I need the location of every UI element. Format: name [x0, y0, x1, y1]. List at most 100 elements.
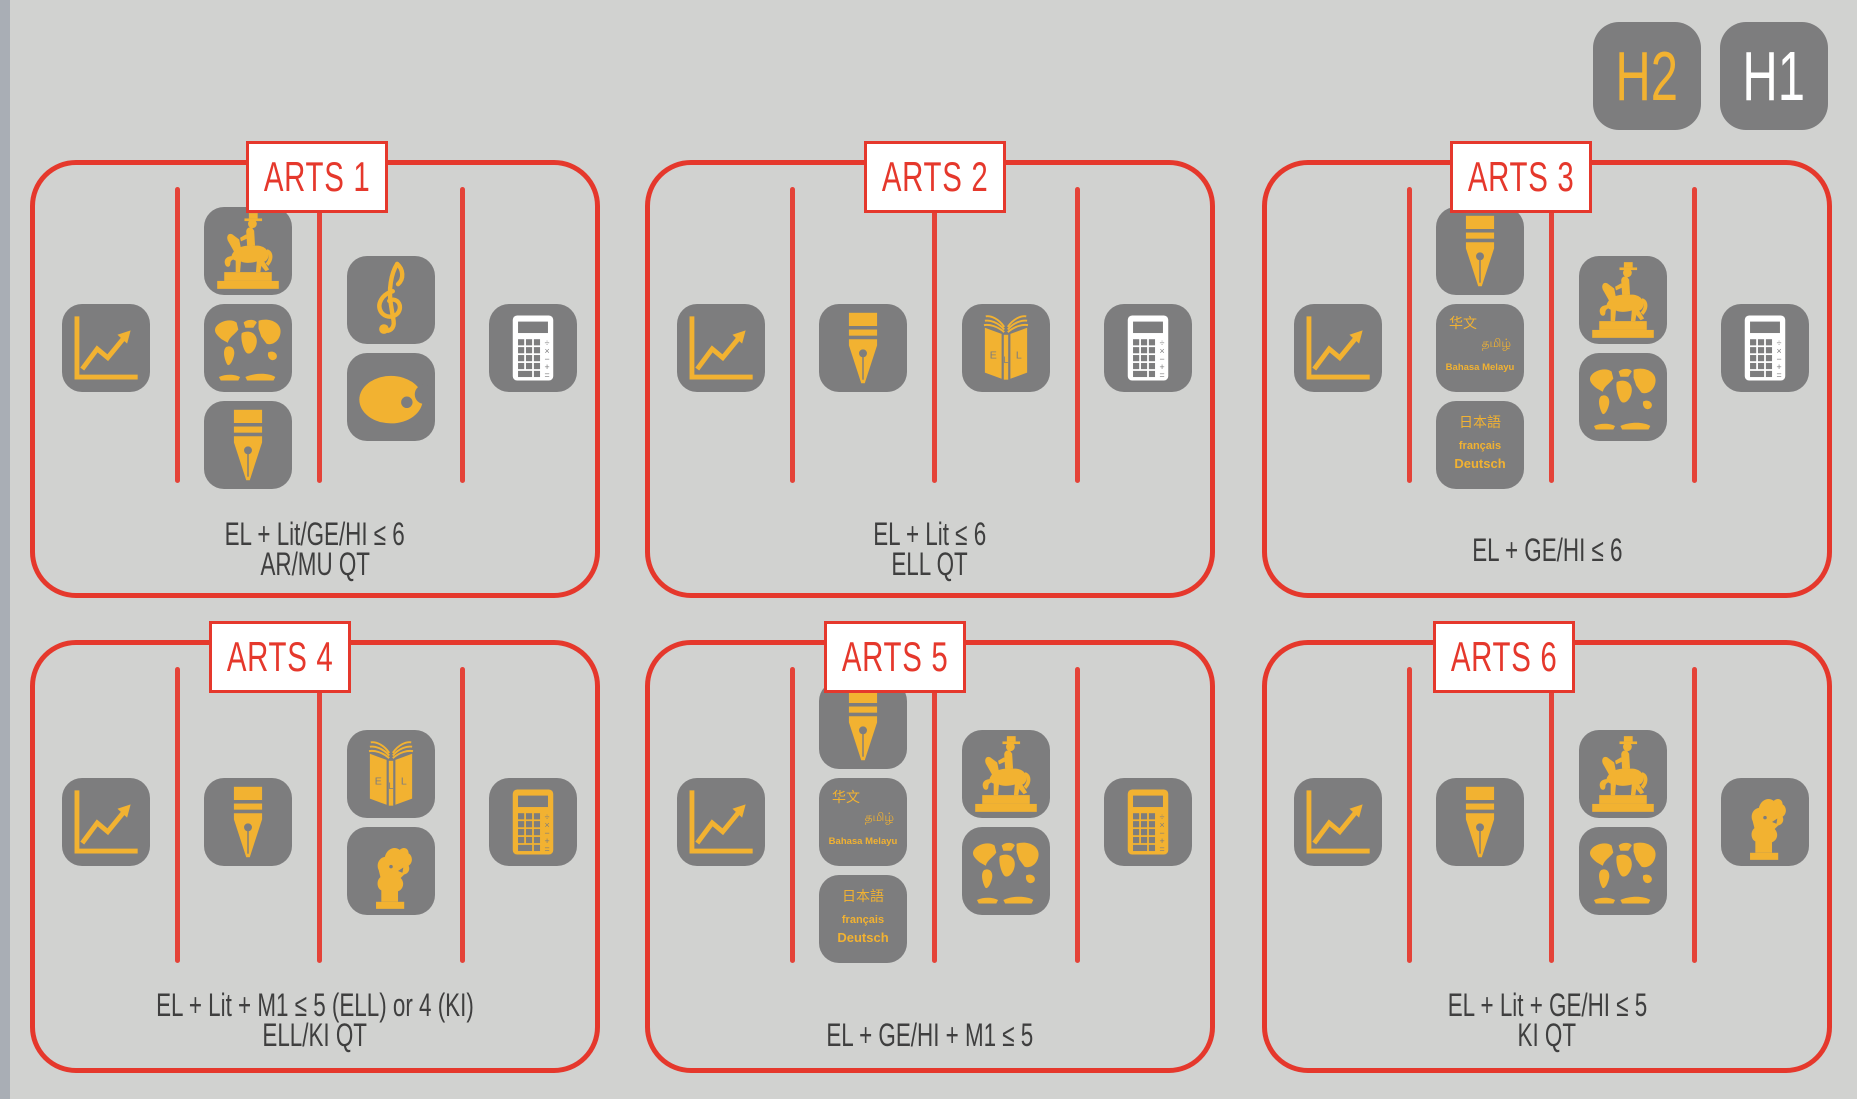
window-edge-strip — [0, 0, 10, 1099]
arts6-column-2 — [1409, 659, 1551, 985]
arts3-caption-line1: EL + GE/HI ≤ 6 — [1471, 532, 1623, 568]
world-map-icon — [962, 827, 1050, 915]
malay-label: Bahasa Melayu — [828, 836, 898, 847]
world-map-icon — [1579, 827, 1667, 915]
arts3-column-2: 华文 தமிழ் Bahasa Melayu 日本語 français Deut… — [1409, 183, 1551, 513]
open-book-ell-icon — [962, 304, 1050, 392]
calculator-icon — [1104, 304, 1192, 392]
japanese-label: 日本語 — [1459, 414, 1501, 430]
economics-tile — [62, 304, 150, 392]
arts5-column-2: 华文 தமிழ் Bahasa Melayu 日本語 français Deut… — [792, 659, 934, 985]
pen-nib-icon — [204, 401, 292, 489]
column-divider — [175, 667, 180, 963]
math-h1-tile — [1721, 304, 1809, 392]
arts5-card: ARTS 5 华文 தமிழ் Bahasa Melayu 日本語 frança… — [645, 621, 1215, 1073]
pen-nib-icon — [819, 681, 907, 769]
geography-tile — [204, 304, 292, 392]
treble-clef-icon — [347, 256, 435, 344]
german-label: Deutsch — [1454, 456, 1506, 471]
arts3-card: ARTS 3 华文 தமிழ் Bahasa Melayu 日本語 frança… — [1262, 141, 1832, 598]
column-divider — [1692, 187, 1697, 483]
arts2-caption-line2: ELL QT — [891, 546, 969, 582]
arts5-column-1 — [650, 659, 792, 985]
arts5-title: ARTS 5 — [841, 633, 949, 680]
arts6-card: ARTS 6 EL + Lit + GE/HI ≤ 5 KI QT — [1262, 621, 1832, 1073]
arts6-caption-line2: KI QT — [1517, 1017, 1577, 1053]
mother-tongue-languages-tile: 华文 தமிழ் Bahasa Melayu — [1436, 304, 1524, 392]
pen-nib-icon — [1436, 207, 1524, 295]
column-divider — [1407, 667, 1412, 963]
arts4-title-box: ARTS 4 — [209, 621, 351, 693]
column-divider — [460, 667, 465, 963]
column-divider — [1075, 187, 1080, 483]
art-tile — [347, 352, 435, 441]
arts1-column-2 — [177, 183, 319, 513]
arts1-caption: EL + Lit/GE/HI ≤ 6 AR/MU QT — [35, 516, 595, 580]
arts2-caption: EL + Lit ≤ 6 ELL QT — [650, 518, 1210, 582]
arts2-card: ARTS 2 EL + Lit ≤ 6 ELL QT — [645, 141, 1215, 598]
arts4-column-2 — [177, 659, 319, 985]
arts2-column-4 — [1077, 183, 1219, 513]
tamil-label: தமிழ் — [1481, 336, 1511, 350]
arts3-title: ARTS 3 — [1467, 153, 1575, 200]
arts6-title: ARTS 6 — [1450, 633, 1558, 680]
german-label: Deutsch — [837, 930, 889, 945]
arts6-column-1 — [1267, 659, 1409, 985]
column-divider — [790, 667, 795, 963]
arts3-title-box: ARTS 3 — [1450, 141, 1592, 213]
column-divider — [317, 187, 322, 483]
calculator-icon — [1721, 304, 1809, 392]
column-divider — [1075, 667, 1080, 963]
economics-chart-icon — [62, 778, 150, 866]
thinker-statue-icon — [1721, 778, 1809, 866]
arts1-title: ARTS 1 — [263, 153, 371, 200]
tamil-label: தமிழ் — [864, 810, 894, 824]
equestrian-statue-icon — [962, 730, 1050, 818]
thinker-statue-icon — [347, 827, 435, 915]
palette-icon — [347, 353, 435, 441]
arts1-caption-line1: EL + Lit/GE/HI ≤ 6 — [224, 516, 406, 552]
column-divider — [1549, 187, 1554, 483]
ki-tile — [347, 826, 435, 915]
arts6-column-4 — [1694, 659, 1836, 985]
arts4-title: ARTS 4 — [226, 633, 334, 680]
column-divider — [1407, 187, 1412, 483]
economics-tile — [1294, 304, 1382, 392]
arts4-column-3 — [320, 659, 462, 985]
arts2-column-1 — [650, 183, 792, 513]
pen-nib-icon — [1436, 778, 1524, 866]
column-divider — [932, 667, 937, 963]
world-map-icon — [204, 304, 292, 392]
arts6-caption: EL + Lit + GE/HI ≤ 5 KI QT — [1267, 989, 1827, 1053]
arts5-caption: EL + GE/HI + M1 ≤ 5 — [650, 1019, 1210, 1051]
legend-h2-badge: H2 — [1593, 22, 1701, 130]
open-book-ell-icon — [347, 730, 435, 818]
arts4-column-4 — [462, 659, 604, 985]
history-tile — [204, 207, 292, 295]
economics-chart-icon — [1294, 778, 1382, 866]
literature-tile — [1436, 207, 1524, 295]
music-tile — [347, 255, 435, 344]
chinese-label: 华文 — [1449, 315, 1477, 331]
math-h1-tile — [489, 304, 577, 392]
japanese-label: 日本語 — [842, 888, 884, 904]
arts6-title-box: ARTS 6 — [1433, 621, 1575, 693]
equestrian-statue-icon — [1579, 730, 1667, 818]
arts6-column-3 — [1552, 659, 1694, 985]
chinese-label: 华文 — [832, 789, 860, 805]
arts4-card: ARTS 4 EL + Lit + M1 ≤ 5 (ELL) or 4 (KI)… — [30, 621, 600, 1073]
french-label: français — [1458, 440, 1502, 452]
arts4-caption-line1: EL + Lit + M1 ≤ 5 (ELL) or 4 (KI) — [156, 987, 474, 1023]
arts3-column-4 — [1694, 183, 1836, 513]
ell-tile — [347, 729, 435, 818]
economics-chart-icon — [1294, 304, 1382, 392]
math-h2-tile — [489, 778, 577, 866]
arts2-column-2 — [792, 183, 934, 513]
calculator-icon — [1104, 778, 1192, 866]
arts2-title-box: ARTS 2 — [864, 141, 1006, 213]
equestrian-statue-icon — [204, 207, 292, 295]
legend-h1-label: H1 — [1742, 37, 1806, 115]
arts3-column-3 — [1552, 183, 1694, 513]
arts5-column-4 — [1077, 659, 1219, 985]
